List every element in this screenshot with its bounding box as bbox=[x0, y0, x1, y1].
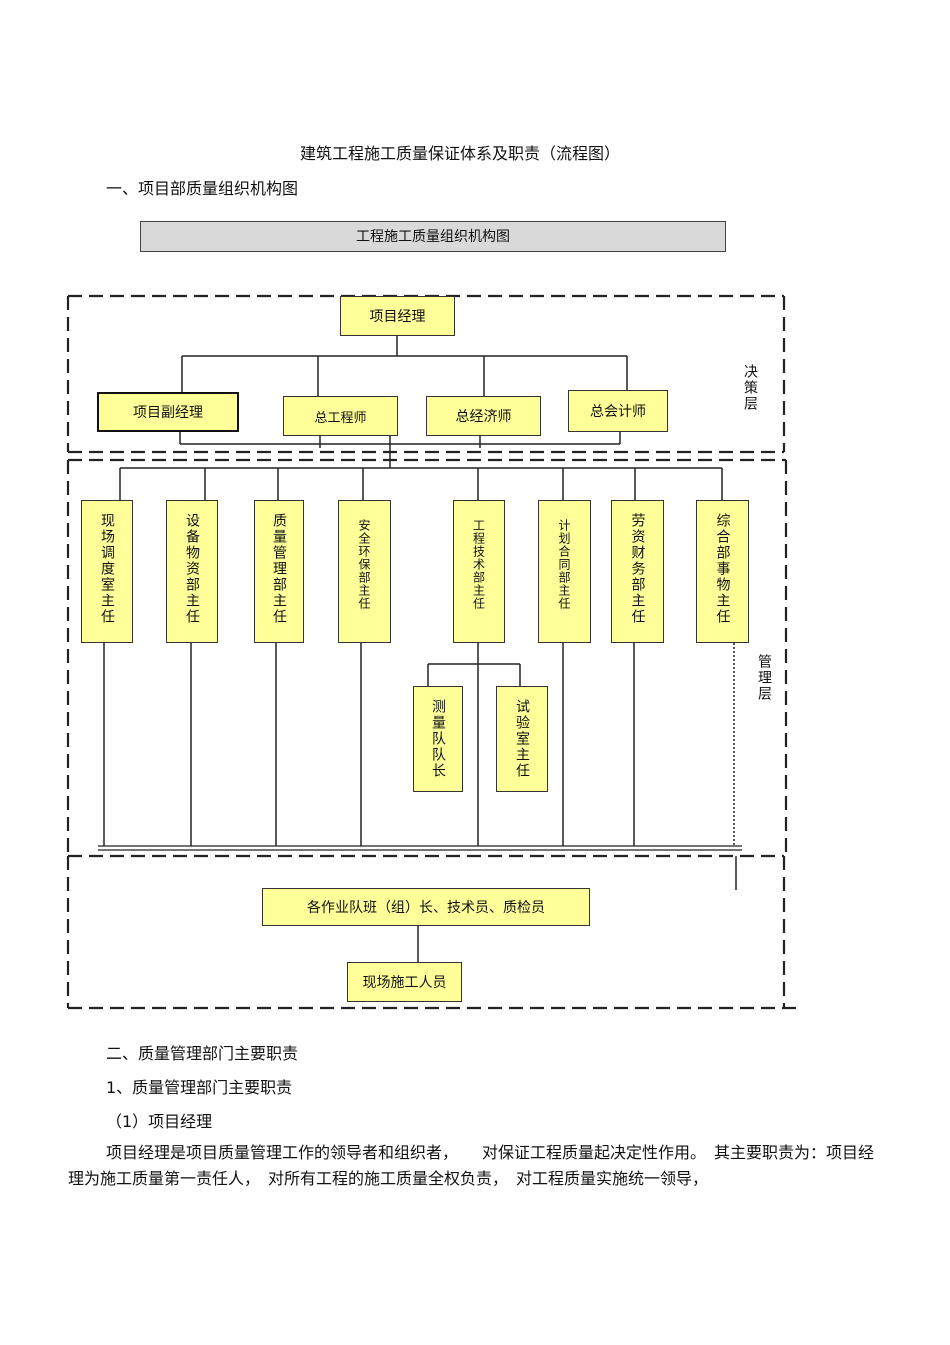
dept-box-dispatch: 现场调度室主任 bbox=[81, 500, 133, 643]
management-layer-label: 管理层 bbox=[756, 654, 772, 702]
chief-economist-box: 总经济师 bbox=[426, 396, 541, 436]
body-paragraph: 项目经理是项目质量管理工作的领导者和组织者， 对保证工程质量起决定性作用。 其主… bbox=[68, 1143, 875, 1188]
chart-banner: 工程施工质量组织机构图 bbox=[140, 221, 726, 252]
lab-box: 试验室主任 bbox=[496, 686, 548, 792]
survey-team-box: 测量队队长 bbox=[413, 686, 463, 792]
dept-box-safety: 安全环保部主任 bbox=[338, 500, 391, 643]
project-manager-box: 项目经理 bbox=[340, 296, 455, 336]
teams-label: 各作业队班（组）长、技术员、质检员 bbox=[307, 900, 545, 916]
chief-engineer-box: 总工程师 bbox=[283, 396, 398, 436]
workers-box: 现场施工人员 bbox=[347, 962, 462, 1002]
chief-accountant-box: 总会计师 bbox=[568, 390, 668, 432]
decision-layer-label: 决策层 bbox=[742, 364, 758, 412]
teams-box: 各作业队班（组）长、技术员、质检员 bbox=[262, 888, 590, 926]
document-title: 建筑工程施工质量保证体系及职责（流程图） bbox=[299, 144, 620, 163]
section-heading-1: 一、项目部质量组织机构图 bbox=[106, 179, 299, 198]
dept-box-equipment: 设备物资部主任 bbox=[166, 500, 218, 643]
dept-box-planning: 计划合同部主任 bbox=[538, 500, 591, 643]
section-heading-2: 二、质量管理部门主要职责 bbox=[106, 1044, 299, 1063]
subsection-heading: 1、质量管理部门主要职责 bbox=[106, 1078, 293, 1097]
chief-economist-label: 总经济师 bbox=[455, 409, 512, 425]
deputy-manager-label: 项目副经理 bbox=[133, 405, 203, 421]
subsubsection-heading: （1）项目经理 bbox=[106, 1112, 213, 1131]
dept-box-finance: 劳资财务部主任 bbox=[611, 500, 664, 643]
chief-engineer-label: 总工程师 bbox=[314, 410, 367, 426]
workers-label: 现场施工人员 bbox=[362, 975, 447, 991]
chief-accountant-label: 总会计师 bbox=[590, 404, 646, 420]
project-manager-label: 项目经理 bbox=[369, 309, 426, 325]
dept-box-engineering: 工程技术部主任 bbox=[453, 500, 505, 643]
dept-box-quality: 质量管理部主任 bbox=[254, 500, 304, 643]
deputy-manager-box: 项目副经理 bbox=[97, 392, 239, 432]
dept-box-general: 综合部事物主任 bbox=[696, 500, 749, 643]
